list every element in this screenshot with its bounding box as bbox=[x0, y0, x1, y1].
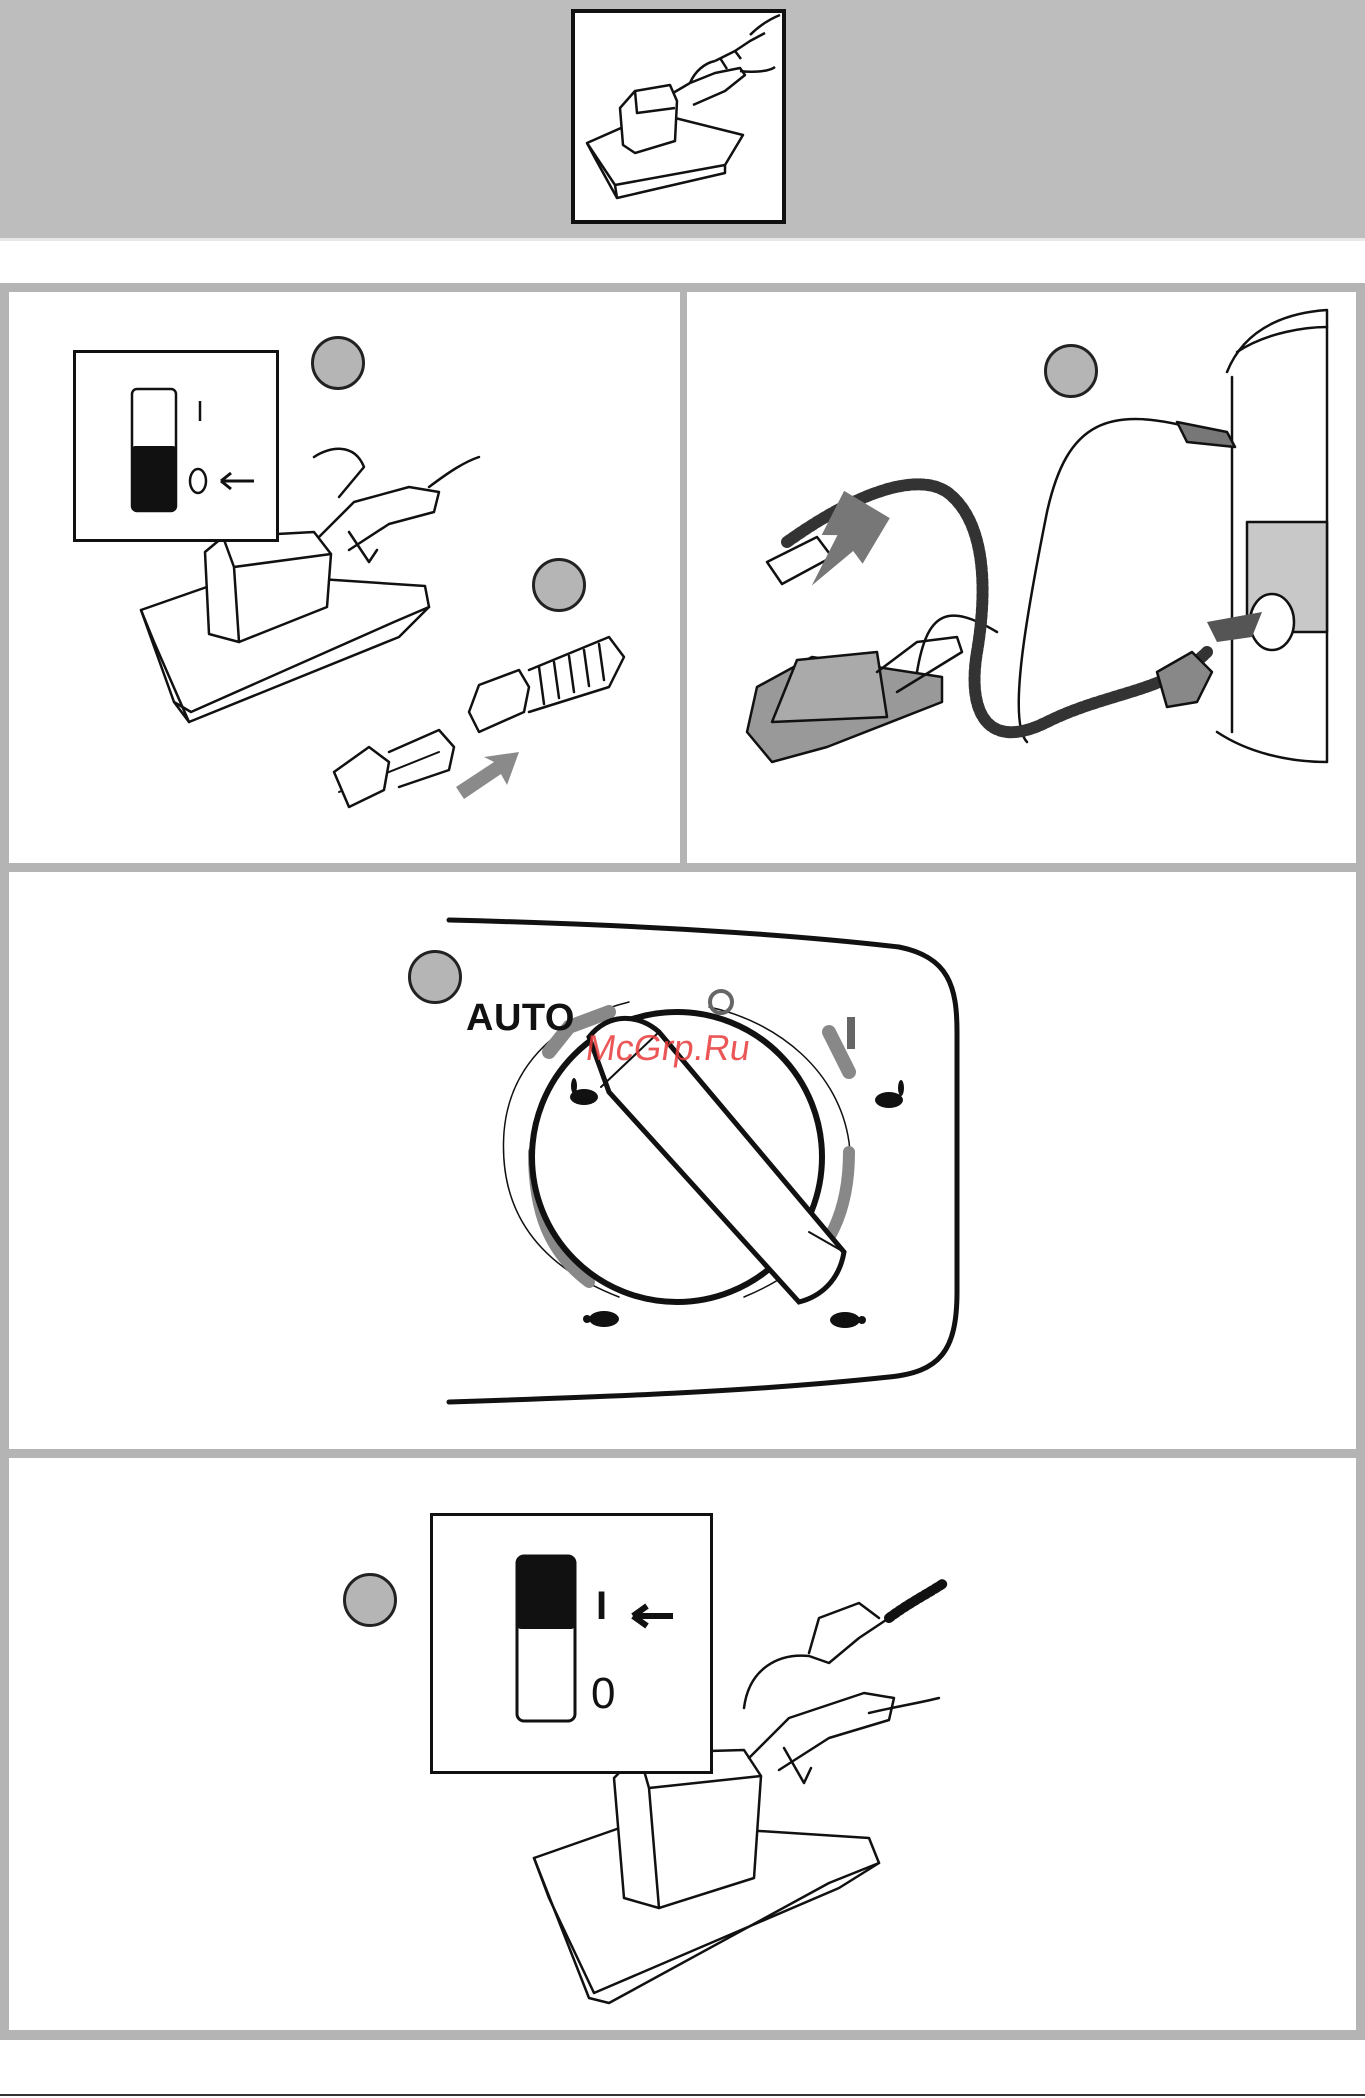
panel-top-right bbox=[687, 292, 1356, 863]
switch-on-mark: I bbox=[596, 1584, 607, 1629]
panel-bottom: I 0 bbox=[9, 1458, 1356, 2030]
switch-off-mark: 0 bbox=[591, 1669, 615, 1719]
switch-on-inset: I 0 bbox=[430, 1513, 713, 1774]
switch-off-icon bbox=[76, 353, 276, 539]
step-marker bbox=[311, 336, 365, 390]
switch-on-icon bbox=[433, 1516, 710, 1771]
header-thumbnail bbox=[571, 9, 786, 224]
vacuum-connection-illustration bbox=[687, 292, 1356, 863]
step-marker bbox=[532, 558, 586, 612]
turtle-icon bbox=[583, 1311, 619, 1327]
dial-auto-label: AUTO bbox=[466, 997, 575, 1040]
panel-middle bbox=[9, 872, 1356, 1449]
step-marker bbox=[408, 950, 462, 1004]
footer-rule bbox=[0, 2094, 1365, 2096]
panel-top-left bbox=[9, 292, 680, 863]
step-marker bbox=[1044, 344, 1098, 398]
step-marker bbox=[343, 1573, 397, 1627]
switch-off-inset bbox=[73, 350, 279, 542]
power-dial-illustration bbox=[9, 872, 1356, 1449]
steam-iron-icon bbox=[575, 13, 782, 220]
watermark: McGrp.Ru bbox=[583, 1027, 753, 1069]
